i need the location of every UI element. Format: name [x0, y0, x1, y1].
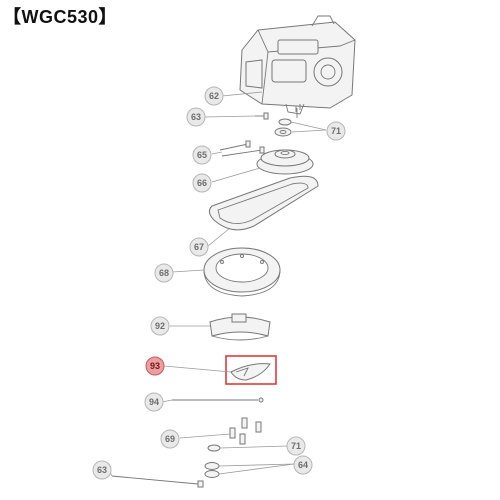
svg-text:66: 66: [197, 178, 207, 188]
svg-text:92: 92: [155, 321, 165, 331]
bolts-part-69: [229, 417, 262, 445]
pulley-part: [256, 149, 314, 175]
callout-66: 66: [192, 173, 212, 193]
svg-text:93: 93: [150, 361, 160, 371]
callout-71-top: 71: [326, 121, 346, 141]
engine-part: [239, 15, 356, 115]
svg-text:62: 62: [209, 91, 219, 101]
bolt-part-94: [172, 397, 264, 403]
blade-adapter-ring-part: [203, 247, 281, 297]
bolts-part-65: [219, 140, 265, 157]
callout-62: 62: [204, 86, 224, 106]
svg-text:63: 63: [191, 112, 201, 122]
shroud-part: [209, 313, 271, 341]
svg-text:67: 67: [194, 242, 204, 252]
svg-text:63: 63: [97, 465, 107, 475]
callout-63-bottom: 63: [92, 460, 112, 480]
highlighted-part-93: [225, 355, 277, 385]
callout-92: 92: [150, 316, 170, 336]
callout-65: 65: [192, 145, 212, 165]
svg-text:64: 64: [298, 460, 308, 470]
svg-text:69: 69: [165, 434, 175, 444]
highlight-box: [225, 355, 277, 385]
callout-69: 69: [160, 429, 180, 449]
svg-text:71: 71: [331, 126, 341, 136]
belt-part: [208, 175, 319, 231]
callout-63-top: 63: [186, 107, 206, 127]
svg-text:65: 65: [197, 150, 207, 160]
bolt-part-bottom: [111, 475, 204, 488]
svg-text:71: 71: [291, 441, 301, 451]
callout-64: 64: [293, 455, 313, 475]
bolt-part-top: [255, 112, 269, 120]
washers-part-top: [274, 118, 292, 137]
diagram-title: 【WGC530】: [3, 7, 118, 27]
callout-67: 67: [189, 237, 209, 257]
callout-93-highlighted: 93: [145, 356, 165, 376]
svg-text:68: 68: [159, 268, 169, 278]
washers-part-bottom: [204, 444, 221, 478]
callout-94: 94: [144, 392, 164, 412]
svg-text:94: 94: [149, 397, 159, 407]
callout-68: 68: [154, 263, 174, 283]
callout-71-bottom: 71: [286, 436, 306, 456]
